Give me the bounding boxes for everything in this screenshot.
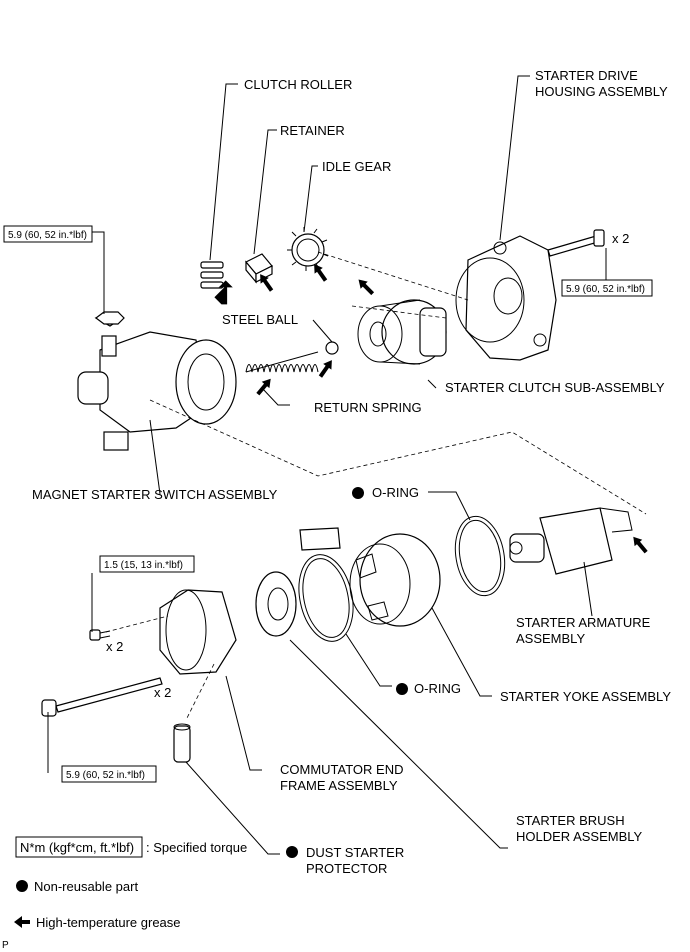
switch-nut-part (95, 311, 125, 325)
legend-non-reusable: Non-reusable part (34, 879, 138, 894)
label-armature-line1: STARTER ARMATURE (516, 615, 651, 630)
grease-arrow-icon (314, 264, 328, 282)
torque-box-housing-bolt: 5.9 (60, 52 in.*lbf) (561, 279, 653, 297)
torque-value-through-bolt: 5.9 (60, 52 in.*lbf) (66, 770, 145, 781)
label-brush-holder-line1: STARTER BRUSH (516, 813, 625, 828)
non-reusable-icon (286, 846, 298, 858)
label-x2-end-frame-screw: x 2 (106, 639, 123, 654)
label-drive-housing-line1: STARTER DRIVE (535, 68, 638, 83)
label-o-ring-bottom: O-RING (414, 681, 461, 696)
label-brush-holder-line2: HOLDER ASSEMBLY (516, 829, 643, 844)
label-x2-through-bolt: x 2 (154, 685, 171, 700)
starter-brush-holder-part (255, 571, 297, 637)
starter-drive-housing-part (455, 235, 557, 361)
torque-value-housing-bolt: 5.9 (60, 52 in.*lbf) (566, 284, 645, 295)
torque-box-end-frame-screw: 1.5 (15, 13 in.*lbf) (99, 555, 195, 573)
leader-lines (47, 75, 607, 855)
legend-torque-desc: : Specified torque (146, 840, 247, 855)
grease-arrow-icon (358, 279, 375, 296)
label-commutator-line2: FRAME ASSEMBLY (280, 778, 398, 793)
grease-arrow-icon (633, 536, 648, 554)
through-bolt-part (41, 677, 163, 717)
starter-clutch-part (357, 299, 447, 365)
grease-arrow-icon (14, 916, 30, 928)
label-starter-clutch: STARTER CLUTCH SUB-ASSEMBLY (445, 380, 665, 395)
dust-starter-protector-part (173, 723, 191, 763)
grease-arrow-icon (260, 274, 274, 292)
retainer-part (245, 253, 273, 284)
label-armature-line2: ASSEMBLY (516, 631, 585, 646)
label-steel-ball: STEEL BALL (222, 312, 298, 327)
o-ring-bottom-part (298, 554, 354, 642)
steel-ball-part (325, 341, 339, 355)
starter-armature-part (509, 507, 633, 575)
label-idle-gear: IDLE GEAR (322, 159, 391, 174)
clutch-roller-part (200, 261, 224, 289)
grease-arrows (214, 264, 648, 554)
legend-torque-box-text: N*m (kgf*cm, ft.*lbf) (20, 840, 134, 855)
label-dust-protector-line1: DUST STARTER (306, 845, 404, 860)
label-clutch-roller: CLUTCH ROLLER (244, 77, 352, 92)
label-return-spring: RETURN SPRING (314, 400, 422, 415)
label-dust-protector-line2: PROTECTOR (306, 861, 387, 876)
corner-mark: P (2, 940, 9, 951)
torque-box-switch-nut: 5.9 (60, 52 in.*lbf) (3, 225, 93, 243)
label-commutator-line1: COMMUTATOR END (280, 762, 404, 777)
legend-grease: High-temperature grease (36, 915, 181, 930)
magnet-starter-switch-part (77, 312, 237, 451)
torque-value-switch-nut: 5.9 (60, 52 in.*lbf) (8, 230, 87, 241)
label-drive-housing-line2: HOUSING ASSEMBLY (535, 84, 668, 99)
starter-yoke-part (299, 527, 441, 627)
o-ring-top-part (454, 515, 506, 597)
return-spring-part (245, 351, 319, 373)
legend: N*m (kgf*cm, ft.*lbf) : Specified torque… (14, 836, 247, 930)
o-ring-top-inner (458, 519, 502, 593)
label-magnet-switch: MAGNET STARTER SWITCH ASSEMBLY (32, 487, 278, 502)
label-o-ring-top: O-RING (372, 485, 419, 500)
housing-bolt-part (547, 229, 605, 257)
grease-arrow-icon (318, 360, 332, 378)
idle-gear-part (287, 227, 329, 271)
o-ring-bottom-inner (302, 558, 350, 638)
non-reusable-icon (352, 487, 364, 499)
end-frame-screw-part (89, 629, 111, 641)
label-x2-housing-bolt: x 2 (612, 231, 629, 246)
non-reusable-icon (16, 880, 28, 892)
grease-arrow-icon (256, 378, 271, 396)
alignment-lines (105, 251, 647, 721)
torque-value-end-frame-screw: 1.5 (15, 13 in.*lbf) (104, 560, 183, 571)
commutator-end-frame-part (159, 589, 237, 675)
grease-arrow-icon (214, 280, 233, 305)
label-starter-yoke: STARTER YOKE ASSEMBLY (500, 689, 671, 704)
non-reusable-icon (396, 683, 408, 695)
label-retainer: RETAINER (280, 123, 345, 138)
torque-box-through-bolt: 5.9 (60, 52 in.*lbf) (61, 765, 157, 783)
